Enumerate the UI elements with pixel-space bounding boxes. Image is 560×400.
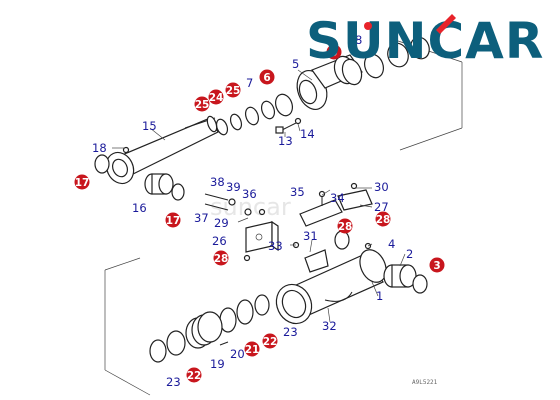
svg-text:22: 22 (263, 336, 278, 348)
bracket-34 (299, 190, 343, 227)
label-15: 15 (142, 119, 157, 133)
logo-text: SUNCAR (306, 12, 544, 70)
svg-text:28: 28 (338, 221, 353, 233)
label-23-upper: 23 (283, 325, 298, 339)
label-16: 16 (132, 201, 147, 215)
label-35: 35 (290, 185, 305, 199)
label-2: 2 (406, 247, 413, 261)
callouts: 6 25 24 25 9 17 17 28 28 28 3 22 21 22 (74, 44, 445, 383)
callout-28-left: 28 (213, 250, 229, 266)
label-27: 27 (374, 200, 389, 214)
svg-text:25: 25 (226, 85, 241, 97)
svg-text:9: 9 (330, 47, 337, 59)
drawing-code: A9L5221 (412, 379, 438, 386)
label-39: 39 (226, 180, 241, 194)
label-13: 13 (278, 134, 293, 148)
part-numbers: 5 8 7 15 18 14 13 16 38 39 36 37 29 26 3… (92, 33, 413, 389)
grease-fitting-18 (122, 146, 130, 154)
callout-28-right: 28 (375, 211, 391, 227)
screw-29 (258, 208, 266, 216)
label-19: 19 (210, 357, 225, 371)
svg-text:24: 24 (209, 92, 224, 104)
bolt-13 (275, 117, 302, 134)
valve-block-26 (245, 220, 279, 253)
callout-17-right: 17 (165, 212, 181, 228)
dust-seal-3 (412, 274, 428, 294)
callout-9: 9 (326, 44, 342, 60)
bushing-2 (383, 264, 417, 288)
label-29: 29 (214, 216, 229, 230)
callout-22-lower: 22 (186, 367, 202, 383)
leader-lines (112, 69, 406, 323)
callout-3: 3 (429, 257, 445, 273)
watermark-text: suncar (210, 193, 291, 221)
label-4: 4 (388, 237, 395, 251)
callout-28-mid: 28 (337, 218, 353, 234)
clamp-27 (337, 182, 373, 211)
label-30: 30 (374, 180, 389, 194)
label-14: 14 (300, 127, 315, 141)
piston-assembly (149, 294, 270, 363)
svg-text:17: 17 (166, 215, 181, 227)
svg-text:25: 25 (195, 99, 210, 111)
label-31: 31 (303, 229, 318, 243)
label-32: 32 (322, 319, 337, 333)
seal-28 (334, 230, 350, 250)
callout-6: 6 (259, 69, 275, 85)
label-7: 7 (246, 76, 253, 90)
brand-logo: SUNCAR (306, 12, 544, 70)
svg-text:22: 22 (187, 370, 202, 382)
svg-text:6: 6 (263, 72, 270, 84)
assembly-frame-lines (104, 39, 463, 396)
svg-text:28: 28 (214, 253, 229, 265)
label-26: 26 (212, 234, 227, 248)
cylinder-head (215, 36, 430, 136)
svg-text:28: 28 (376, 214, 391, 226)
label-33: 33 (268, 239, 283, 253)
bolts-38-39 (204, 193, 252, 216)
label-1: 1 (376, 289, 383, 303)
piston-rod (105, 115, 219, 185)
screw-28 (243, 254, 251, 262)
logo-accent-icon (364, 14, 456, 34)
label-36: 36 (242, 187, 257, 201)
callout-17-left: 17 (74, 174, 90, 190)
callout-24: 24 (208, 89, 224, 105)
svg-text:21: 21 (245, 344, 260, 356)
callout-22-upper: 22 (262, 333, 278, 349)
label-8: 8 (355, 33, 362, 47)
svg-text:17: 17 (75, 177, 90, 189)
dust-seal-17 (94, 154, 110, 174)
seal-ring-17 (171, 183, 185, 201)
label-23-lower: 23 (166, 375, 181, 389)
label-5: 5 (292, 57, 299, 71)
callout-21: 21 (244, 341, 260, 357)
label-20: 20 (230, 347, 245, 361)
callout-25-lower: 25 (194, 96, 210, 112)
bushing-16 (144, 173, 174, 195)
svg-text:3: 3 (433, 260, 440, 272)
cylinder-tube (275, 249, 387, 325)
label-34: 34 (330, 191, 345, 205)
label-37: 37 (194, 211, 209, 225)
label-18: 18 (92, 141, 107, 155)
callout-25-upper: 25 (225, 82, 241, 98)
label-38: 38 (210, 175, 225, 189)
